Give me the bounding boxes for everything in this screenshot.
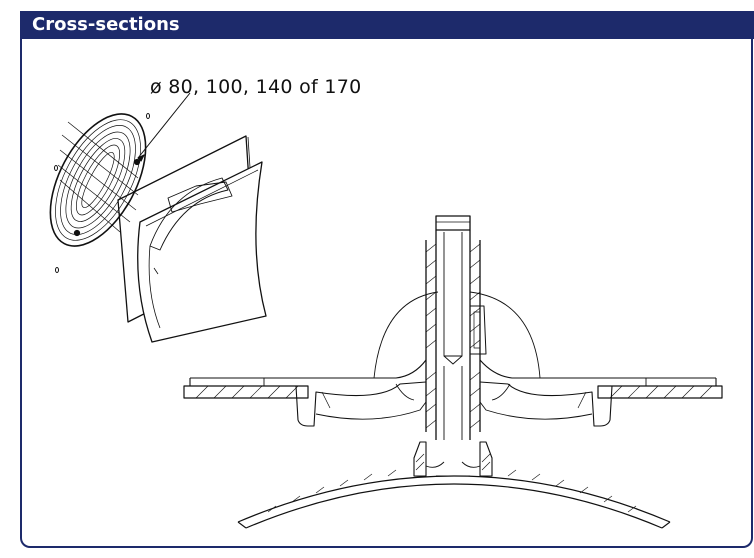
valve-cross-section: [183, 215, 723, 529]
valve-cover: [137, 161, 267, 343]
fixing-dots: [54, 113, 150, 273]
filter-disc: [49, 113, 147, 247]
section-title: Cross-sections: [32, 14, 180, 35]
spindle: [425, 215, 487, 440]
exploded-valve-view: [49, 92, 267, 343]
figure-panel: [20, 39, 753, 548]
dome-cover: [373, 291, 541, 379]
duct-wall: [237, 469, 671, 529]
base-nut: [413, 441, 493, 477]
section-header: Cross-sections: [20, 11, 754, 39]
diameter-dimension-label: ø 80, 100, 140 of 170: [150, 76, 362, 98]
valve-flange: [183, 359, 723, 427]
